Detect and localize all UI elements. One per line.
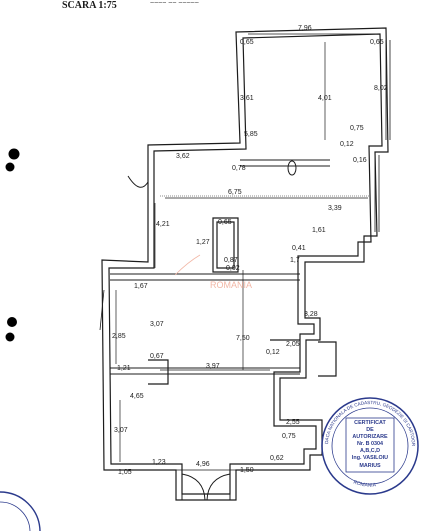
stamp-line-7: MARIUS: [359, 463, 381, 469]
dim-left-wall-height: 4,21: [156, 221, 170, 228]
dim-main-height: 4,01: [318, 95, 332, 102]
dim-right-notch-2: 0,16: [353, 157, 367, 164]
dim-bottom-center-2: 4,96: [196, 461, 210, 468]
punch-hole-top-2: [5, 162, 15, 172]
dim-hall-width: 3,62: [176, 153, 190, 160]
dim-right-room-height: 3,28: [304, 311, 318, 318]
dim-bottom-center-1: 1,23: [152, 459, 166, 466]
dim-center-height: 7,50: [236, 335, 250, 342]
inner-wall: [108, 33, 383, 495]
dim-bottom-right-1: 1,50: [240, 467, 254, 474]
dim-room-left-top: 1,67: [134, 283, 148, 290]
stamp-ring-bottom-text: ROMANIA: [352, 479, 377, 488]
stamp-line-3: AUTORIZARE: [352, 434, 388, 440]
doors: [127, 160, 297, 501]
dim-top-width: 7,96: [298, 25, 312, 32]
stamp-ring-top-text: DACA NATIONALA DE CADASTRU, GEODEZIE SI …: [0, 0, 416, 447]
dim-inner-box-height: 1,27: [196, 239, 210, 246]
dim-hall-small: 0,78: [232, 165, 246, 172]
dim-bottom-left-corner: 1,05: [118, 469, 132, 476]
dim-right-upper-wall: 8,02: [374, 85, 388, 92]
dim-left-lower-step: 5,85: [244, 131, 258, 138]
entry-door-right: [206, 473, 231, 501]
punch-hole-bottom: [7, 317, 17, 327]
stamp-line-1: CERTIFICAT: [354, 420, 386, 426]
dim-inner-box-bottom: 0,87: [224, 257, 238, 264]
entry-door-left: [181, 473, 206, 501]
stamp-line-5: A,B,C,D: [360, 448, 380, 454]
stamp-line-2: DE: [366, 427, 374, 433]
dimension-labels: 7,96 0,65 0,65 3,61 8,02 4,01 5,85 0,75 …: [112, 25, 388, 476]
dim-room-left-wall: 2,85: [112, 333, 126, 340]
dim-diag: 0,41: [292, 245, 306, 252]
column-icon: [287, 160, 297, 176]
dim-left-upper-wall: 3,61: [240, 95, 254, 102]
certification-stamp: CERTIFICAT DE AUTORIZARE Nr. B 0304 A,B,…: [0, 0, 419, 495]
windows: [99, 40, 391, 331]
dim-right-small: 1,61: [312, 227, 326, 234]
dim-inner-box-bottom2: 0,02: [226, 265, 240, 272]
dim-right-step: 0,75: [350, 125, 364, 132]
dim-right-room-notch: 0,12: [266, 349, 280, 356]
dim-room-left-height: 3,07: [150, 321, 164, 328]
dim-right-notch-1: 0,12: [340, 141, 354, 148]
dim-top-left-corner: 0,65: [240, 39, 254, 46]
dim-mid-span: 3,97: [206, 363, 220, 370]
watermark-swoosh: [174, 254, 201, 276]
outer-wall: [101, 27, 389, 501]
dim-diag2: 1,7: [290, 257, 300, 264]
inner-box: [212, 217, 239, 273]
dim-bottom-left-height: 3,07: [114, 427, 128, 434]
dim-right-wall-height: 3,39: [328, 205, 342, 212]
door-arc-left: [127, 175, 149, 188]
dim-right-room-top: 2,05: [286, 341, 300, 348]
dim-top-right-corner: 0,65: [370, 39, 384, 46]
partial-seal: [0, 491, 41, 531]
dim-bottom-left-top: 4,65: [130, 393, 144, 400]
punch-hole-bottom-2: [5, 332, 15, 342]
stamp-line-6: Ing. VASILOIU: [352, 455, 388, 461]
dim-wide-span: 6,75: [228, 189, 242, 196]
walls: [101, 27, 389, 501]
dim-inner-box-top: 0,65: [218, 219, 232, 226]
scale-label: SCARA 1:75: [62, 0, 117, 11]
dim-left-small2: 0,67: [150, 353, 164, 360]
dim-left-small: 1,21: [117, 365, 131, 372]
watermark-text: ROMANIA: [210, 280, 252, 290]
dim-bottom-right-2: 0,62: [270, 455, 284, 462]
top-scribble: ~~~~ ~~ ~~~~~: [150, 0, 199, 7]
stamp-line-4: Nr. B 0304: [357, 441, 383, 447]
dim-bottom-right-top: 0,75: [282, 433, 296, 440]
punch-hole-top: [8, 148, 20, 160]
dimension-lines: [115, 33, 378, 471]
dim-bottom-right-height: 2,55: [286, 419, 300, 426]
